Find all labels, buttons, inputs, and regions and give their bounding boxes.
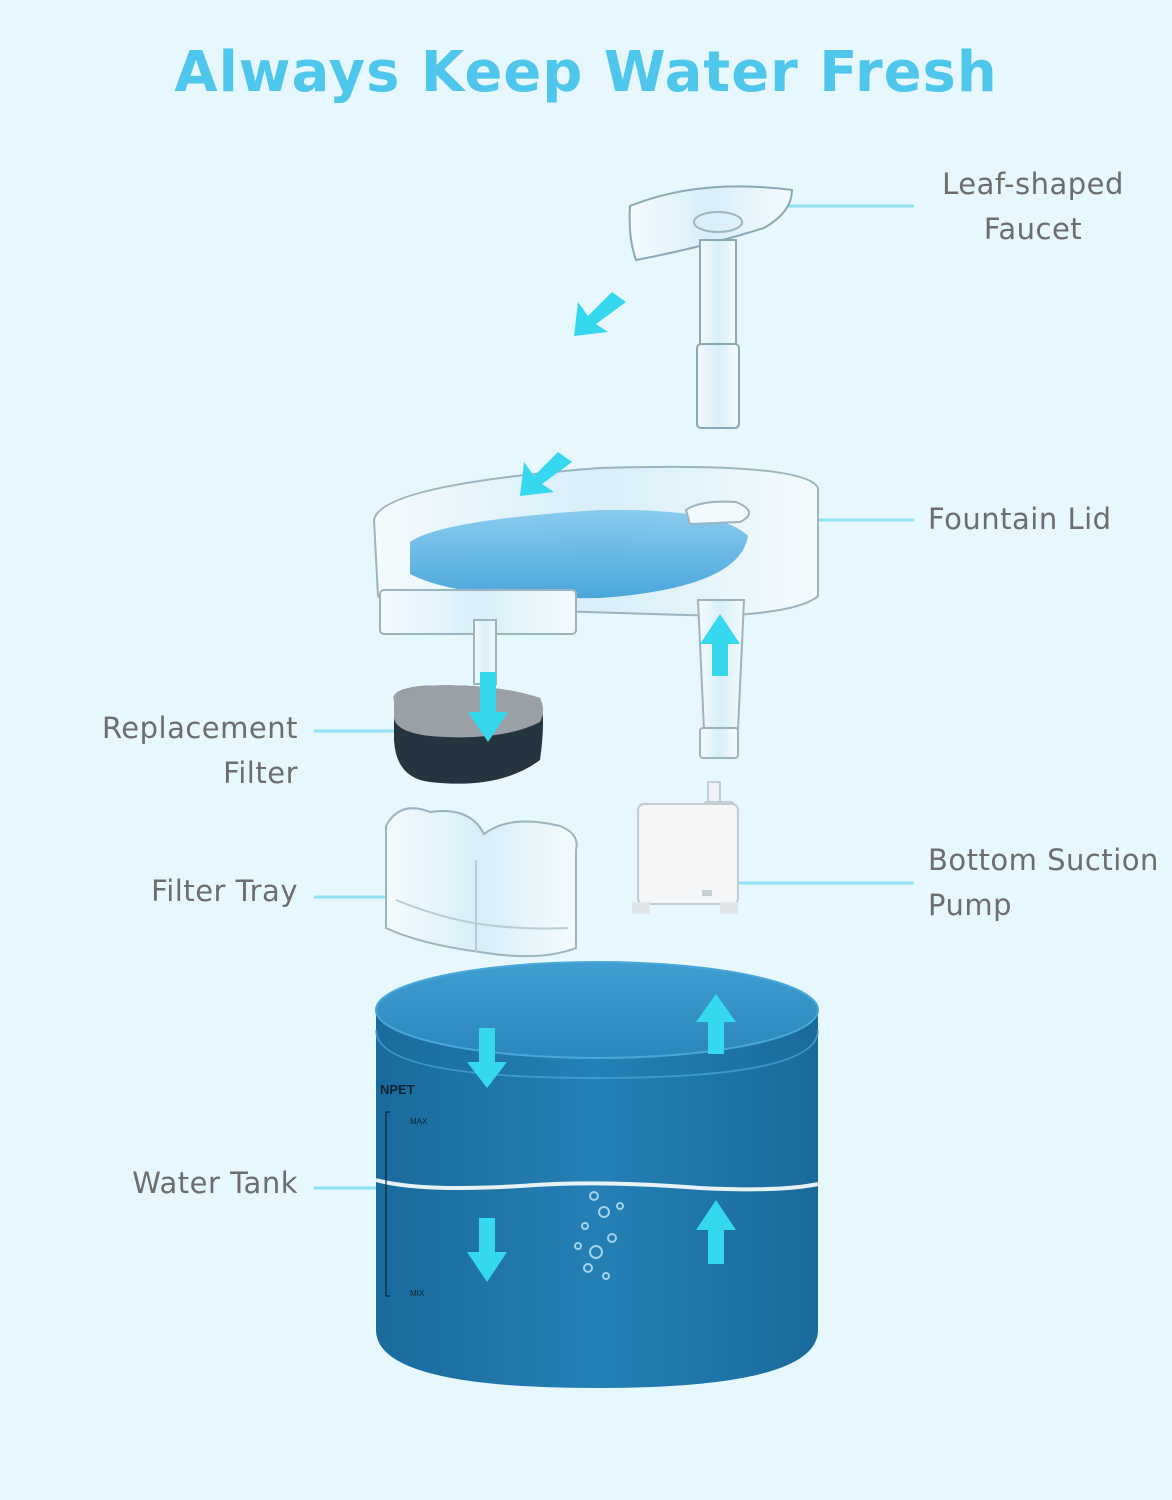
label-faucet-line-1: Leaf-shaped — [942, 167, 1124, 201]
tank-brand-logo: NPET — [380, 1082, 415, 1097]
arrow-down-tank-lower — [467, 1218, 507, 1282]
arrow-down-left-top — [574, 292, 626, 336]
replacement-filter — [393, 685, 543, 784]
label-pump-line-1: Bottom Suction — [928, 843, 1159, 877]
arrow-down-filter — [468, 672, 508, 742]
arrow-up-lid-tube — [700, 614, 740, 676]
label-water-tank: Water Tank — [132, 1166, 298, 1200]
bottom-suction-pump — [632, 781, 739, 914]
label-bottom-suction-pump: Bottom Suction Pump — [928, 838, 1159, 928]
tank-min-mark: MIX — [410, 1289, 425, 1298]
filter-tray — [385, 807, 578, 958]
bubbles — [574, 1191, 624, 1280]
label-replacement-filter: Replacement Filter — [101, 711, 298, 790]
leaf-shaped-faucet — [628, 185, 794, 429]
page-title: Always Keep Water Fresh — [174, 40, 998, 105]
arrow-up-tank-upper — [696, 994, 736, 1054]
arrow-up-tank-lower — [696, 1200, 736, 1264]
label-faucet-line-2: Faucet — [983, 212, 1083, 246]
water-tank: NPET MAX MIX — [375, 961, 819, 1388]
arrow-down-left-lid — [520, 452, 572, 496]
fountain-lid — [372, 465, 819, 759]
label-fountain-lid: Fountain Lid — [928, 502, 1112, 536]
flow-arrows — [467, 292, 740, 1282]
label-leaf-shaped-faucet: Leaf-shaped Faucet — [928, 162, 1138, 252]
label-pump-line-2: Pump — [928, 888, 1013, 922]
tank-max-mark: MAX — [410, 1117, 428, 1126]
label-filter-tray: Filter Tray — [151, 874, 298, 908]
arrow-down-tank-upper — [467, 1028, 507, 1088]
